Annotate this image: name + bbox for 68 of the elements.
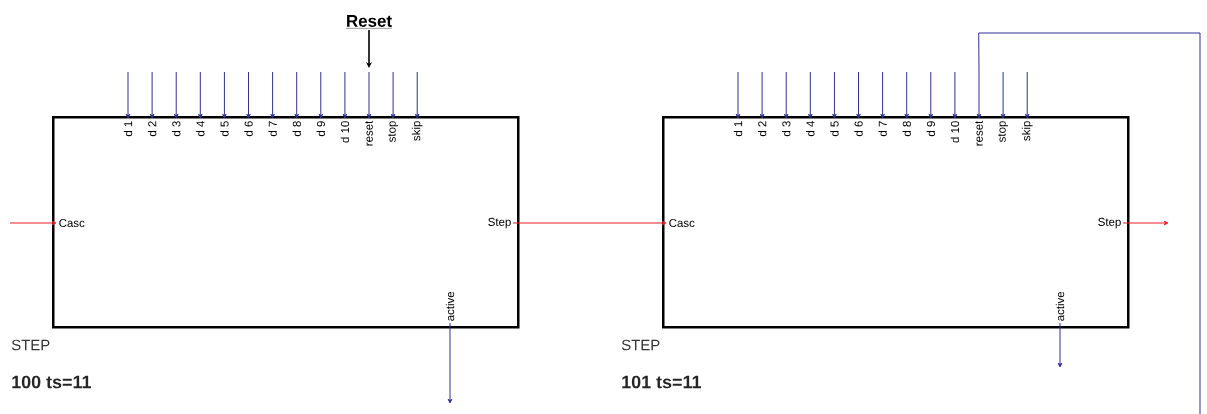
port-label: Step	[1098, 217, 1121, 229]
port-label: d 9	[926, 121, 935, 137]
port-label: stop	[388, 121, 398, 143]
arrow	[735, 71, 741, 119]
arrow	[783, 71, 789, 119]
arrow	[342, 71, 348, 119]
arrow	[366, 71, 372, 119]
port-label: d 2	[757, 121, 767, 137]
arrow	[759, 71, 765, 119]
arrow	[222, 71, 227, 119]
port-label: d 3	[172, 121, 181, 137]
port-label: d 5	[830, 121, 839, 137]
arrow	[808, 71, 813, 119]
arrow	[246, 71, 251, 119]
arrow	[149, 71, 155, 119]
arrow	[125, 71, 131, 119]
node-label: STEP	[11, 339, 50, 351]
arrow	[173, 71, 179, 119]
port-label: skip	[1021, 121, 1033, 141]
arrow	[390, 71, 396, 119]
arrow	[880, 71, 885, 119]
arrow	[512, 220, 667, 226]
port-label: active	[1055, 291, 1065, 321]
port-label: d 7	[268, 121, 277, 137]
port-label: d 4	[196, 121, 205, 137]
port-label: Casc	[59, 218, 85, 228]
port-label: d 1	[733, 121, 743, 137]
port-label: d 6	[854, 121, 863, 137]
port-label: d 7	[878, 121, 887, 137]
arrow	[9, 220, 57, 226]
arrow	[856, 71, 861, 119]
node-label: 100 ts=11	[12, 375, 91, 389]
port-label: d 5	[220, 121, 229, 137]
port-label: d 6	[244, 121, 253, 137]
arrow	[1122, 220, 1169, 226]
arrow	[832, 71, 837, 119]
arrow	[976, 32, 1201, 414]
arrow	[928, 71, 934, 119]
port-label: d 8	[902, 121, 911, 137]
port-label: d 3	[782, 121, 791, 137]
port-label: Step	[488, 217, 511, 229]
arrow	[1000, 71, 1006, 119]
port-label: reset	[975, 120, 983, 146]
port-label: stop	[998, 121, 1008, 143]
arrow	[318, 71, 324, 119]
arrow	[1057, 322, 1063, 368]
node-label: 101 ts=11	[622, 375, 701, 389]
port-label: d 10	[950, 121, 960, 143]
node-label: STEP	[621, 339, 660, 351]
arrow	[294, 71, 299, 119]
port-label: active	[445, 291, 455, 321]
arrow	[1024, 71, 1030, 119]
port-label: d 1	[123, 121, 133, 137]
port-label: skip	[411, 121, 423, 141]
port-label: d 2	[147, 121, 157, 137]
callout-text: Reset	[345, 15, 393, 29]
port-label: reset	[365, 120, 373, 146]
arrow	[198, 71, 203, 119]
port-label: Casc	[669, 218, 695, 228]
port-label: d 8	[292, 121, 301, 137]
arrow	[414, 71, 420, 119]
arrow	[952, 71, 958, 119]
arrow	[270, 71, 275, 119]
port-label: d 4	[806, 121, 815, 137]
port-label: d 9	[316, 121, 325, 137]
port-label: d 10	[340, 121, 350, 143]
arrow	[904, 71, 909, 119]
arrow	[447, 322, 453, 404]
